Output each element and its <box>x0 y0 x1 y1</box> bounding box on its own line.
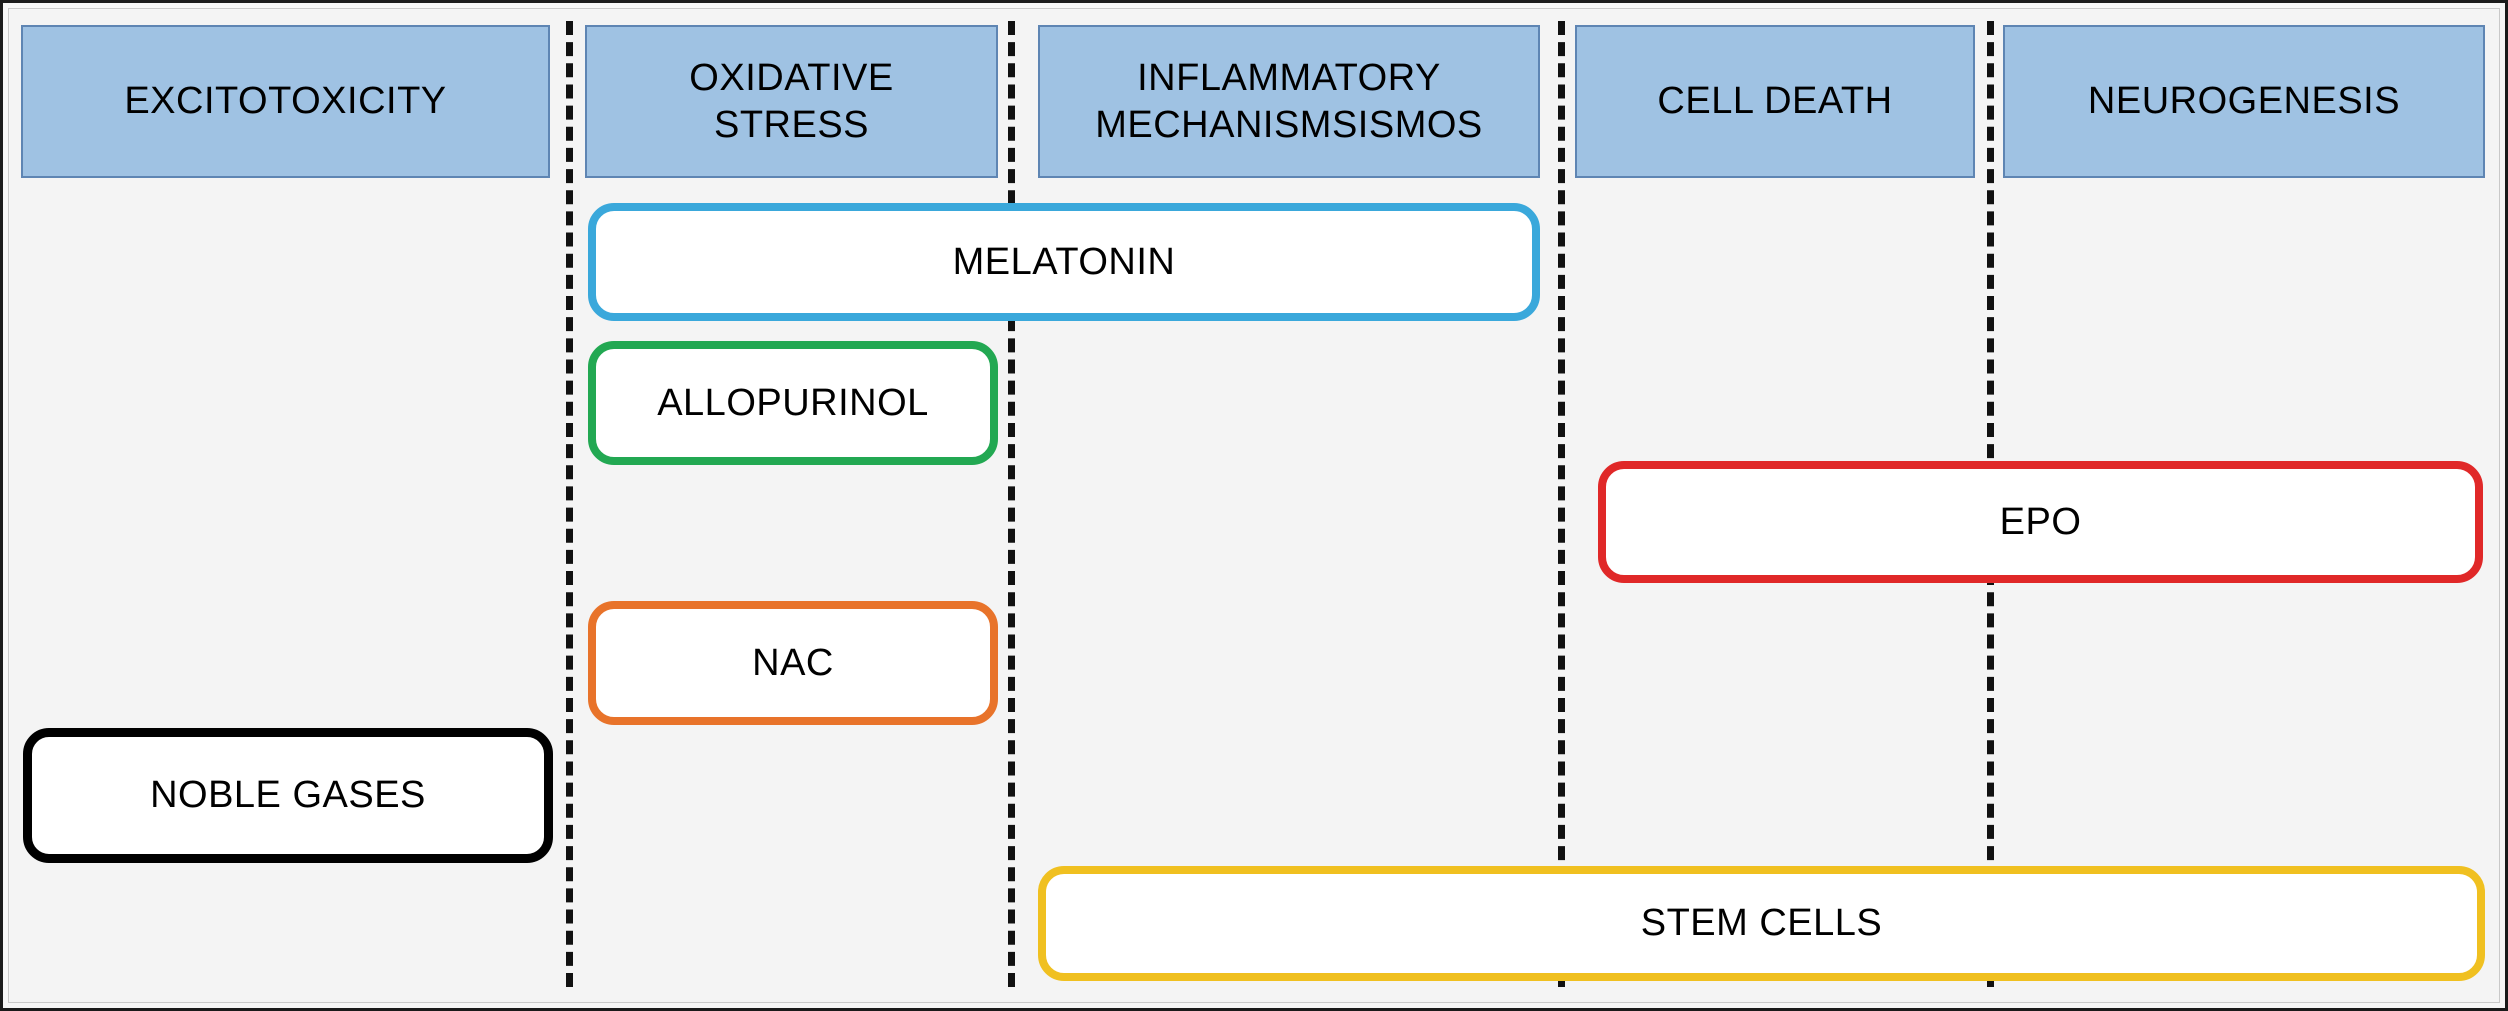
treatment-box-epo[interactable]: EPO <box>1598 461 2483 583</box>
column-divider-3 <box>1558 21 1565 987</box>
treatment-label: NOBLE GASES <box>150 774 426 816</box>
treatment-box-nac[interactable]: NAC <box>588 601 998 725</box>
treatment-box-noble-gases[interactable]: NOBLE GASES <box>23 728 553 863</box>
treatment-box-stem-cells[interactable]: STEM CELLS <box>1038 866 2485 981</box>
column-divider-1 <box>566 21 573 987</box>
column-divider-2 <box>1008 21 1015 987</box>
column-header-label: NEUROGENESIS <box>2087 80 2401 123</box>
column-header-excitotoxicity: EXCITOTOXICITY <box>21 25 550 178</box>
treatment-box-melatonin[interactable]: MELATONIN <box>588 203 1540 321</box>
treatment-label: EPO <box>1999 500 2082 543</box>
treatment-label: ALLOPURINOL <box>657 381 929 424</box>
column-header-neurogenesis: NEUROGENESIS <box>2003 25 2485 178</box>
column-header-cell-death: CELL DEATH <box>1575 25 1975 178</box>
column-header-label: EXCITOTOXICITY <box>124 80 447 123</box>
treatment-label: STEM CELLS <box>1640 902 1883 944</box>
treatment-label: NAC <box>752 641 834 684</box>
treatment-box-allopurinol[interactable]: ALLOPURINOL <box>588 341 998 465</box>
column-header-label: CELL DEATH <box>1657 80 1893 123</box>
treatment-label: MELATONIN <box>952 240 1176 283</box>
